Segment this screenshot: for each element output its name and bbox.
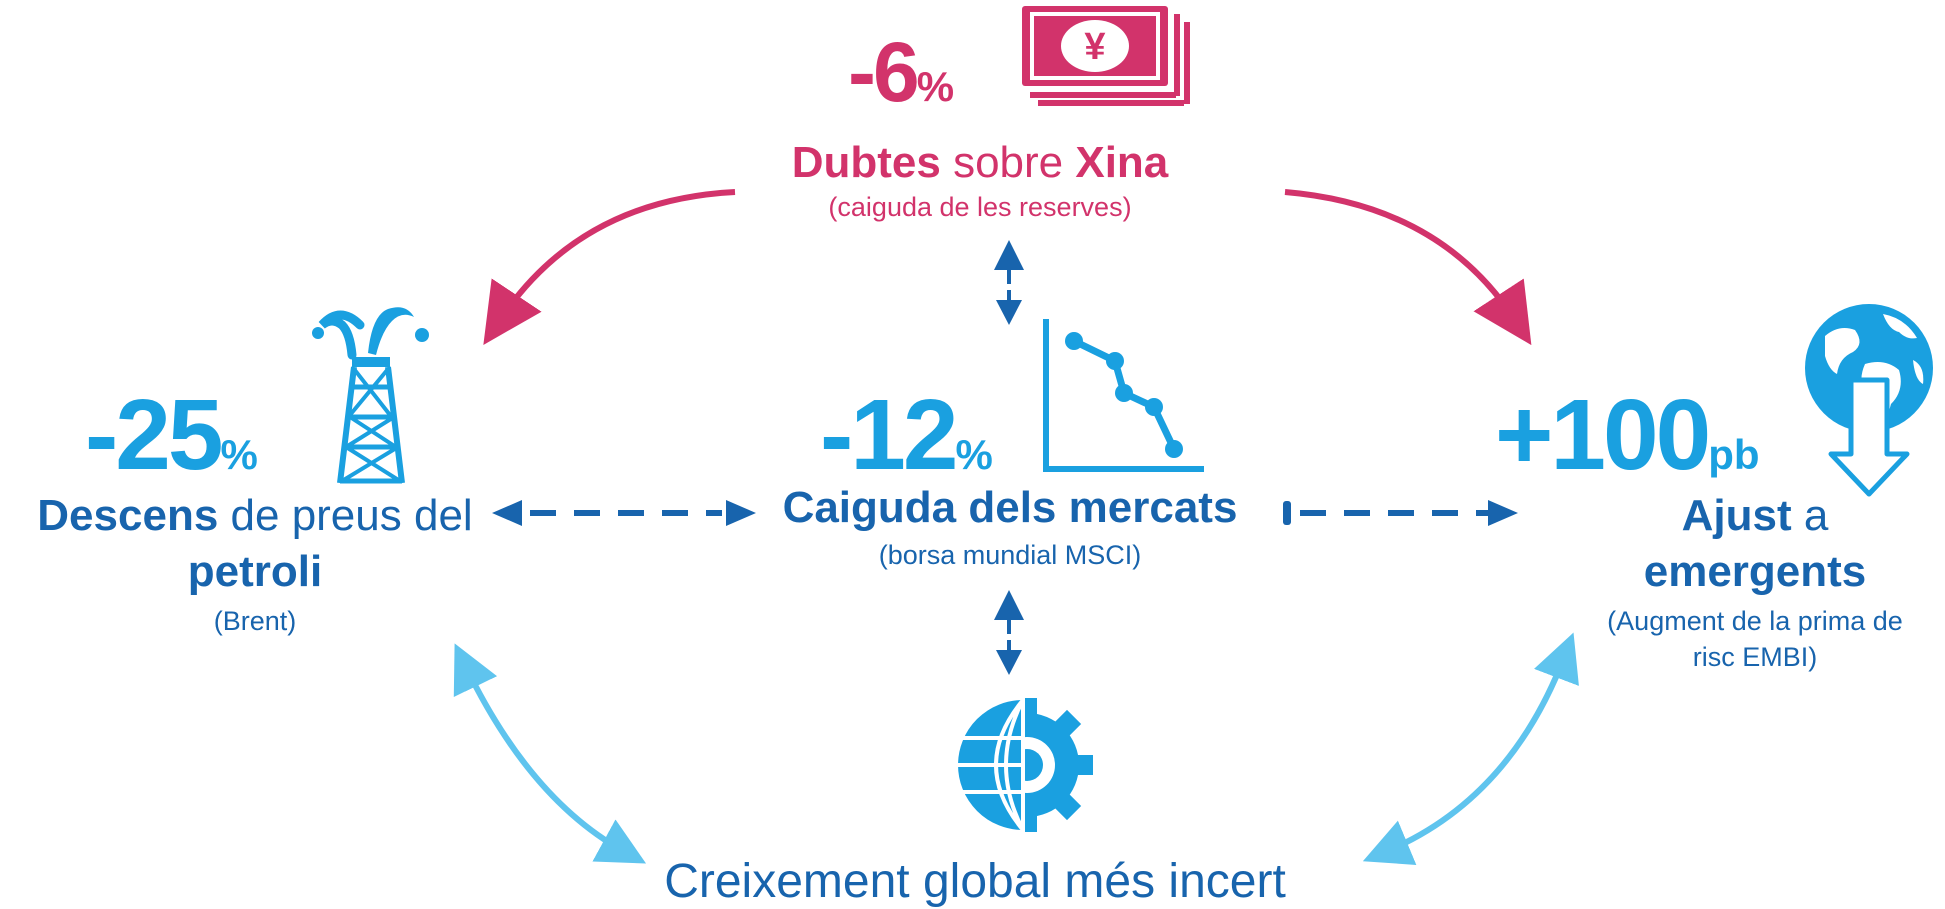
- oil-rig-icon: [312, 307, 429, 484]
- oil-title-bold: Descens: [37, 491, 219, 540]
- oil-title-line2: petroli: [187, 547, 323, 596]
- emerging-title-line2: emergents: [1643, 547, 1867, 596]
- emerging-title-rest: a: [1791, 491, 1829, 540]
- china-title-bold-2: Xina: [1075, 138, 1169, 187]
- china-to-oil-arrow: [483, 189, 736, 345]
- growth-title: Creixement global més incert: [664, 855, 1286, 908]
- oil-value: -25: [85, 379, 224, 491]
- declining-chart-icon: [1043, 319, 1204, 472]
- globe-gear-icon: [954, 695, 1093, 835]
- banknote-icon: ¥: [1022, 6, 1190, 106]
- oil-value-block: -25%: [85, 385, 258, 485]
- markets-emerging-dashed-arrow: [1283, 500, 1518, 526]
- emerging-title: Ajust a: [1565, 488, 1945, 544]
- oil-markets-dashed-arrow: [492, 500, 756, 526]
- oil-growth-arrow: [453, 643, 647, 864]
- china-subtitle: (caiguda de les reserves): [828, 192, 1132, 222]
- china-to-emerging-arrow: [1284, 189, 1532, 346]
- china-value-block: -6%: [848, 30, 954, 114]
- emerging-subtitle-line2: risc EMBI): [1692, 642, 1818, 672]
- emerging-title-bold: Ajust: [1681, 491, 1792, 540]
- markets-subtitle: (borsa mundial MSCI): [878, 540, 1142, 570]
- china-title: Dubtes sobre Xina: [700, 135, 1260, 191]
- china-title-mid: sobre: [940, 138, 1076, 187]
- oil-subtitle: (Brent): [213, 606, 297, 636]
- emerging-value-block: +100pb: [1495, 385, 1760, 485]
- markets-unit: %: [955, 431, 993, 478]
- markets-value-block: -12%: [820, 385, 993, 485]
- china-value: -6: [848, 25, 920, 119]
- oil-title: Descens de preus del: [0, 488, 510, 544]
- china-markets-double-arrow: [994, 240, 1024, 325]
- markets-growth-double-arrow: [994, 590, 1024, 675]
- markets-value: -12: [820, 379, 959, 491]
- emerging-growth-arrow: [1362, 632, 1579, 865]
- oil-unit: %: [220, 431, 258, 478]
- globe-down-arrow-icon: [1805, 304, 1933, 497]
- china-title-bold-1: Dubtes: [791, 138, 941, 187]
- markets-title: Caiguda dels mercats: [782, 483, 1238, 532]
- oil-title-rest: de preus del: [218, 491, 473, 540]
- currency-symbol: ¥: [1084, 26, 1105, 68]
- emerging-value: +100: [1495, 379, 1711, 491]
- emerging-subtitle-line1: (Augment de la prima de: [1607, 606, 1903, 636]
- china-unit: %: [916, 63, 955, 110]
- emerging-unit: pb: [1708, 431, 1760, 478]
